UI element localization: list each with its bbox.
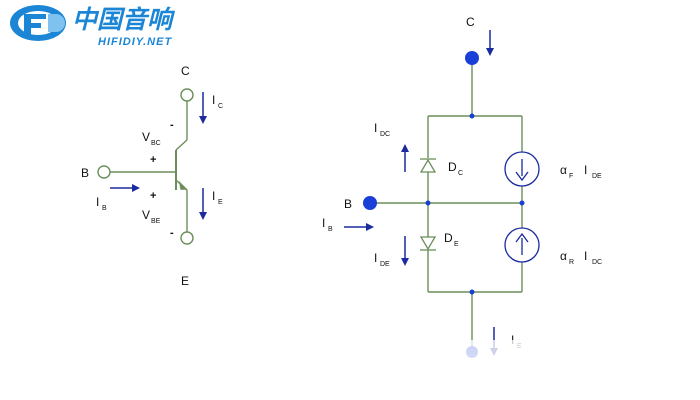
left-base-terminal	[97, 165, 111, 179]
src-reverse-i-sub: DC	[592, 259, 602, 266]
right-de-label: D	[444, 231, 453, 245]
src-reverse-alpha: α	[560, 249, 567, 263]
src-forward-i: I	[584, 163, 587, 177]
left-vbc-plus: +	[150, 154, 156, 166]
left-ic-sub: C	[218, 103, 223, 110]
left-vbe-sub: BE	[151, 218, 161, 225]
left-vbc-label: V	[142, 130, 150, 144]
src-reverse-alpha-sub: R	[569, 259, 574, 266]
ebers-moll-model-circuit	[376, 58, 523, 350]
src-forward-i-sub: DE	[592, 173, 602, 180]
logo-emblem-icon	[10, 5, 66, 41]
diode-de-icon	[419, 236, 437, 251]
current-source-reverse-icon	[504, 227, 540, 263]
right-b-label: B	[344, 197, 352, 211]
left-ib-sub: B	[102, 205, 107, 212]
right-idc-label: I	[374, 121, 377, 135]
right-dc-label: D	[448, 160, 457, 174]
watermark-overlay	[0, 340, 700, 400]
right-c-label: C	[466, 15, 475, 29]
left-vbe-label: V	[142, 208, 150, 222]
right-ib-label: I	[322, 216, 325, 230]
right-base-terminal	[363, 196, 377, 210]
left-vbe-minus: -	[170, 227, 174, 239]
right-dc-sub: C	[458, 170, 463, 177]
right-ide-sub: DE	[380, 261, 390, 268]
right-idc-sub: DC	[380, 131, 390, 138]
left-ib-label: I	[96, 195, 99, 209]
left-b-label: B	[81, 166, 89, 180]
left-ie-sub: E	[218, 199, 223, 206]
logo-chinese-text: 中国音响	[72, 5, 176, 34]
left-ie-label: I	[212, 189, 215, 203]
left-c-label: C	[181, 64, 190, 78]
src-forward-alpha-sub: F	[569, 173, 573, 180]
src-forward-alpha: α	[560, 163, 567, 177]
left-vbe-plus: +	[150, 190, 156, 202]
current-source-forward-icon	[504, 151, 540, 187]
right-collector-terminal	[465, 51, 479, 65]
junction-dots	[425, 113, 525, 295]
left-collector-terminal	[180, 88, 194, 102]
bjt-symbol-circuit	[97, 88, 194, 245]
left-e-label: E	[181, 274, 189, 288]
site-logo: 中国音响 HIFIDIY.NET	[10, 5, 176, 48]
right-ide-label: I	[374, 251, 377, 265]
left-ic-label: I	[212, 93, 215, 107]
right-de-sub: E	[454, 241, 459, 248]
left-emitter-terminal	[180, 231, 194, 245]
left-vbc-sub: BC	[151, 140, 161, 147]
src-reverse-i: I	[584, 249, 587, 263]
logo-url-text: HIFIDIY.NET	[98, 36, 172, 48]
right-ib-sub: B	[328, 226, 333, 233]
left-vbc-minus: -	[170, 119, 174, 131]
diode-dc-icon	[419, 158, 437, 173]
